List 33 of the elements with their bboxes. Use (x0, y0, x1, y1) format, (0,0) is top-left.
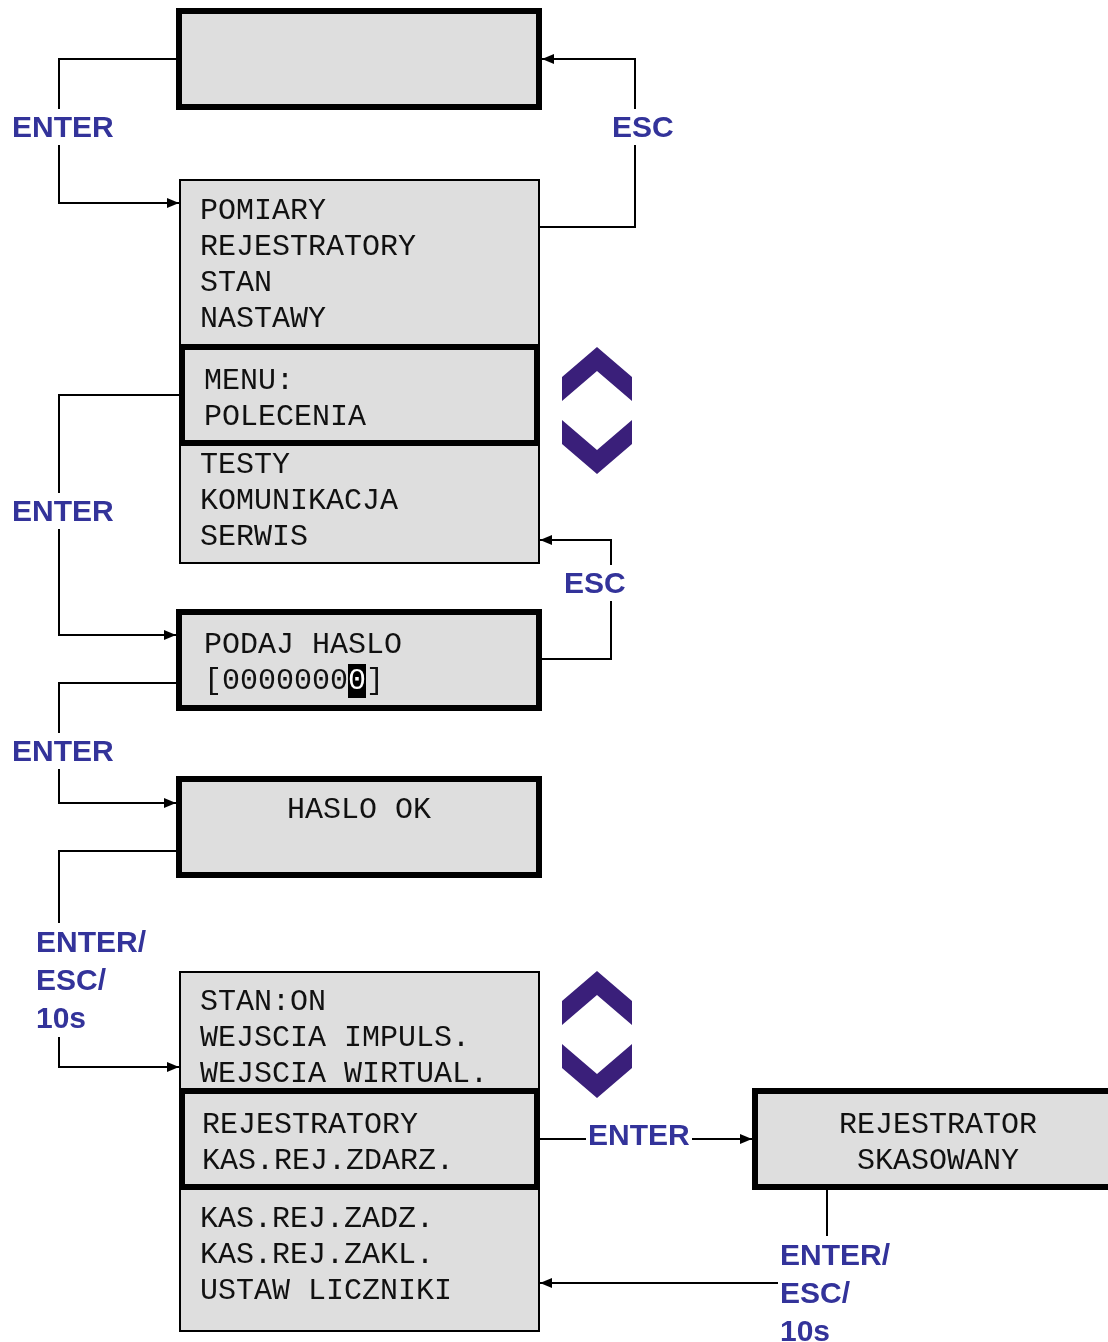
menu-text: KAS.REJ.ZDARZ. (202, 1143, 455, 1179)
menu-text: USTAW LICZNIKI (200, 1273, 453, 1309)
menu-text: REJESTRATORY (202, 1107, 419, 1143)
menu-text: KAS.REJ.ZAKL. (200, 1237, 435, 1273)
menu-text: HASLO OK (286, 792, 432, 828)
menu-text: WEJSCIA WIRTUAL. (200, 1056, 489, 1092)
screen-box (176, 776, 542, 878)
menu-text: POLECENIA (204, 399, 367, 435)
screen-box (176, 8, 542, 110)
menu-text: KOMUNIKACJA (200, 483, 399, 519)
screen-box (176, 609, 542, 711)
menu-text: PODAJ HASLO (204, 627, 403, 663)
screen-box (752, 1088, 1108, 1190)
menu-text: REJESTRATOR SKASOWANY (837, 1107, 1038, 1179)
menu-text: WEJSCIA IMPULS. (200, 1020, 471, 1056)
arrow (58, 58, 180, 208)
menu-text: TESTY (200, 447, 290, 483)
arrow (539, 54, 636, 228)
menu-text: STAN (200, 265, 272, 301)
arrow (58, 394, 180, 640)
screen-box (179, 344, 540, 446)
screen-box (179, 971, 540, 1332)
menu-text: POMIARY (200, 193, 327, 229)
screen-box (179, 1088, 540, 1190)
password-text: [00000000] (204, 663, 385, 699)
menu-text: MENU: (204, 363, 294, 399)
arrow (58, 682, 177, 808)
menu-text: SERWIS (200, 519, 309, 555)
menu-text: KAS.REJ.ZADZ. (200, 1201, 435, 1237)
screen-box (179, 179, 540, 564)
menu-text: REJESTRATORY (200, 229, 417, 265)
menu-text: STAN:ON (200, 984, 327, 1020)
menu-text: NASTAWY (200, 301, 327, 337)
